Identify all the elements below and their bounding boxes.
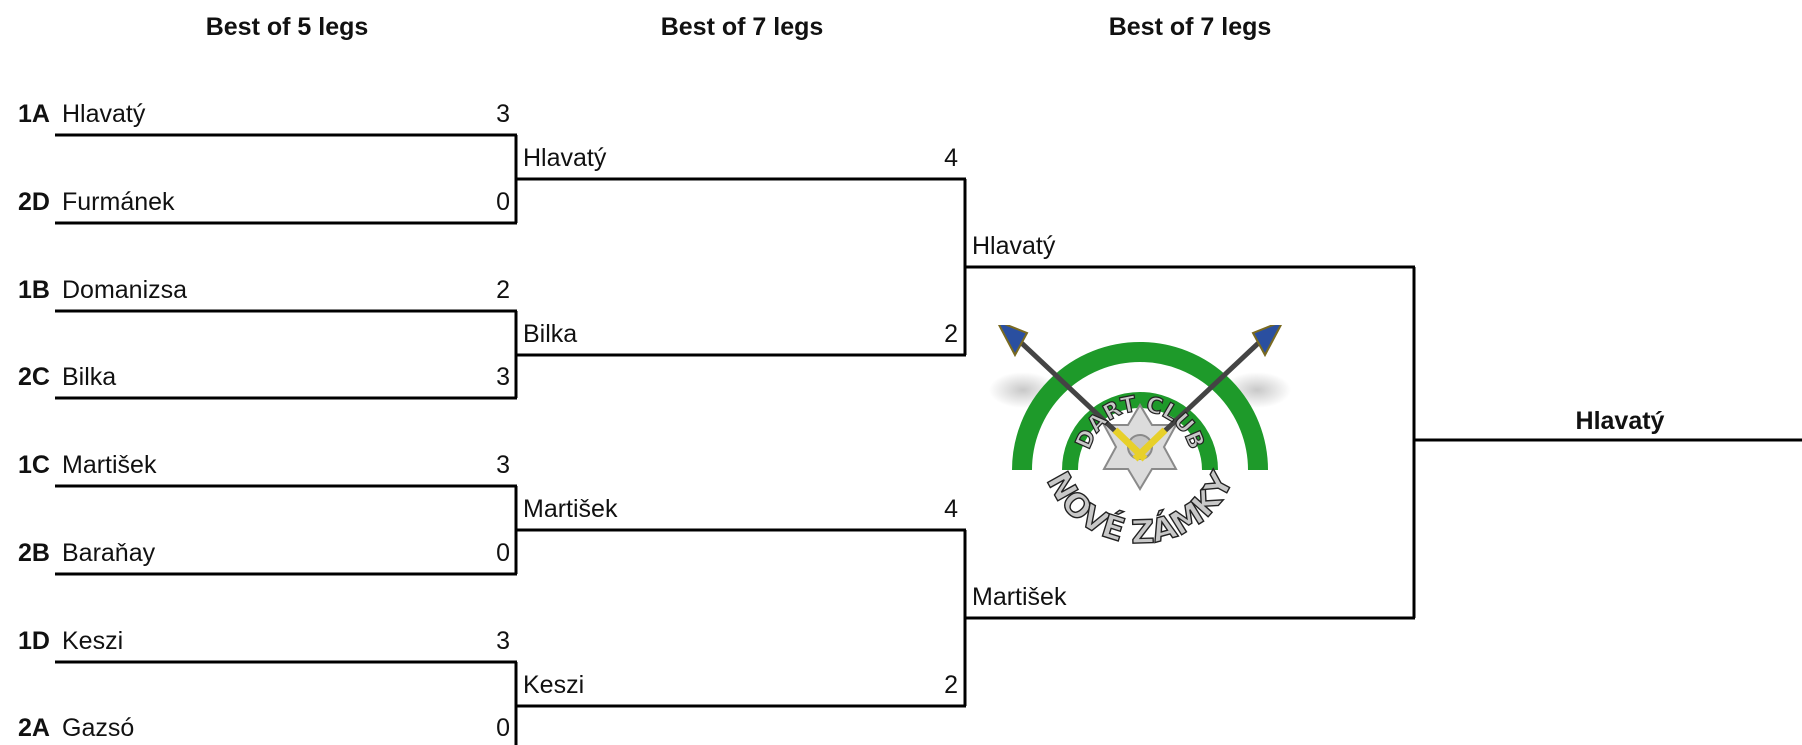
final-header: Best of 7 legs — [1108, 13, 1272, 41]
round1-player-name: Baraňay — [62, 539, 156, 567]
seed-label: 1C — [18, 451, 50, 479]
final-player-name: Martišek — [972, 583, 1067, 611]
round1-score: 0 — [496, 714, 510, 742]
round2-player-name: Keszi — [523, 671, 585, 699]
seed-label: 2A — [18, 714, 50, 742]
seed-label: 1A — [18, 100, 50, 128]
round2-player-name: Hlavatý — [523, 144, 607, 172]
seed-label: 1B — [18, 276, 50, 304]
round1-player-name: Martišek — [62, 451, 157, 479]
seed-label: 2D — [18, 188, 50, 216]
round2-score: 4 — [944, 495, 958, 523]
seed-label: 2C — [18, 363, 50, 391]
dart-club-logo: DART CLUB NOVÉ ZÁMKY — [989, 325, 1291, 552]
final-player-name: Hlavatý — [972, 232, 1056, 260]
round2-header: Best of 7 legs — [660, 13, 824, 41]
round1-score: 0 — [496, 539, 510, 567]
round2-score: 2 — [944, 320, 958, 348]
seed-label: 2B — [18, 539, 50, 567]
round2-score: 2 — [944, 671, 958, 699]
round1-score: 3 — [496, 363, 510, 391]
round1-player-name: Bilka — [62, 363, 117, 391]
round1-score: 3 — [496, 100, 510, 128]
champion-name: Hlavatý — [1575, 407, 1665, 435]
round1-score: 2 — [496, 276, 510, 304]
round1-player-name: Keszi — [62, 627, 124, 655]
round1-score: 3 — [496, 451, 510, 479]
round1-score: 0 — [496, 188, 510, 216]
round1-player-name: Domanizsa — [62, 276, 188, 304]
round1-header: Best of 5 legs — [205, 13, 369, 41]
round2-player-name: Martišek — [523, 495, 618, 523]
round1-player-name: Gazsó — [62, 714, 135, 742]
round2-player-name: Bilka — [523, 320, 578, 348]
round1-player-name: Furmánek — [62, 188, 175, 216]
round2-score: 4 — [944, 144, 958, 172]
round1-score: 3 — [496, 627, 510, 655]
seed-label: 1D — [18, 627, 50, 655]
round1-player-name: Hlavatý — [62, 100, 146, 128]
